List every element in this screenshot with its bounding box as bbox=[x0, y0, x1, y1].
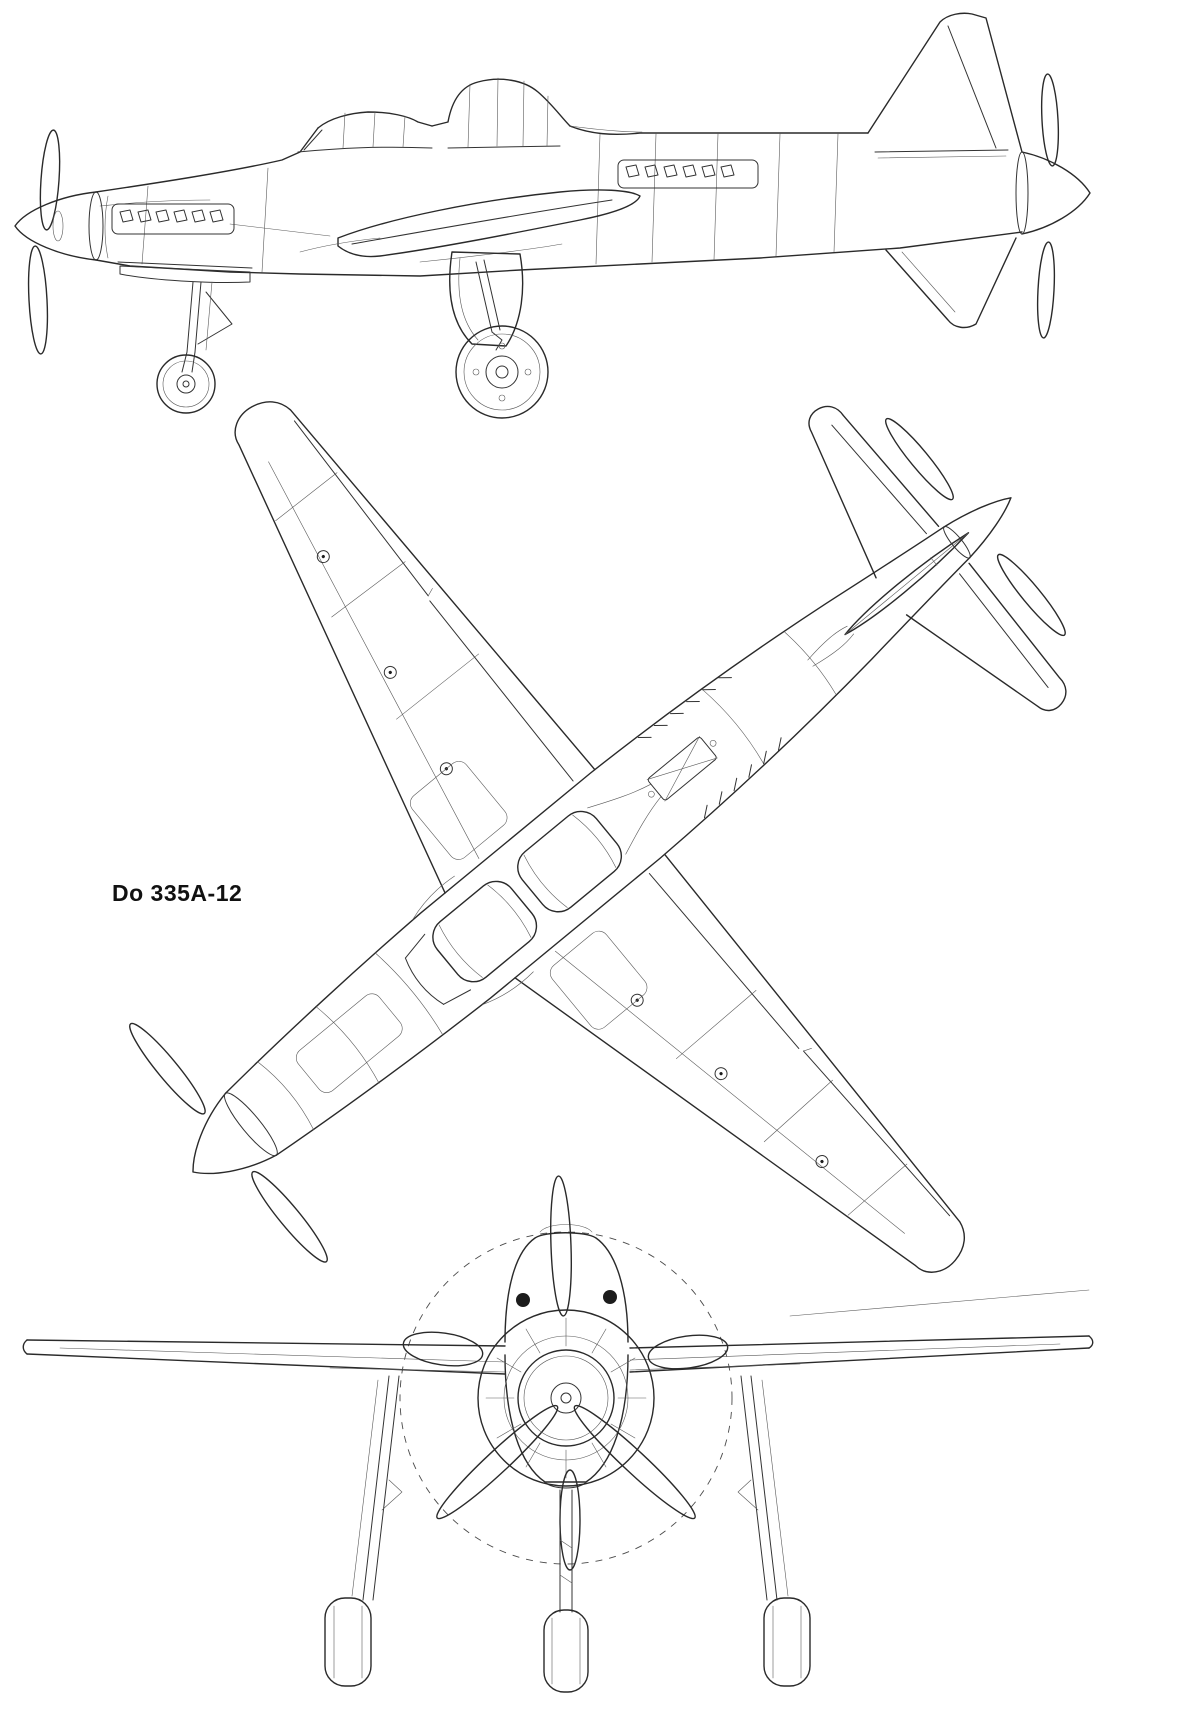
antenna-wire bbox=[789, 1289, 1090, 1317]
aircraft-designation-label: Do 335A-12 bbox=[112, 880, 243, 906]
side-fuselage bbox=[95, 127, 1023, 277]
side-rear-propeller bbox=[1015, 73, 1091, 339]
front-wings bbox=[22, 1289, 1094, 1375]
plan-front-propeller bbox=[129, 1022, 328, 1263]
front-rear-prop-blades bbox=[402, 1331, 729, 1571]
plan-fuselage bbox=[224, 526, 971, 1156]
side-view bbox=[14, 12, 1091, 419]
plan-fin bbox=[807, 532, 970, 667]
side-main-landing-gear bbox=[449, 251, 549, 419]
plan-dorsal-hatch bbox=[646, 735, 718, 802]
plan-tailplane bbox=[808, 405, 1067, 712]
front-nose-landing-gear bbox=[543, 1489, 589, 1693]
side-rear-exhaust-stacks bbox=[617, 159, 759, 189]
top-view bbox=[129, 401, 1067, 1273]
side-wing bbox=[299, 189, 641, 263]
front-propeller bbox=[436, 1175, 696, 1520]
side-canopy bbox=[297, 77, 869, 153]
front-rear-prop-disc bbox=[399, 1231, 733, 1565]
plan-port-wing bbox=[234, 401, 596, 920]
front-right-main-gear bbox=[737, 1375, 811, 1687]
front-left-main-gear bbox=[324, 1375, 403, 1687]
plan-exhaust-serrations bbox=[637, 677, 782, 819]
side-tail bbox=[867, 12, 1023, 329]
front-view bbox=[22, 1175, 1094, 1693]
plan-canopy bbox=[404, 783, 662, 1005]
side-nose-landing-gear bbox=[156, 281, 233, 414]
front-annular-intake bbox=[477, 1309, 655, 1487]
side-chin-intake bbox=[117, 261, 253, 284]
plan-starboard-wing bbox=[482, 853, 965, 1273]
side-front-propeller bbox=[14, 129, 104, 355]
plan-rear-propeller bbox=[884, 417, 1066, 637]
side-front-exhaust-stacks bbox=[111, 203, 235, 235]
